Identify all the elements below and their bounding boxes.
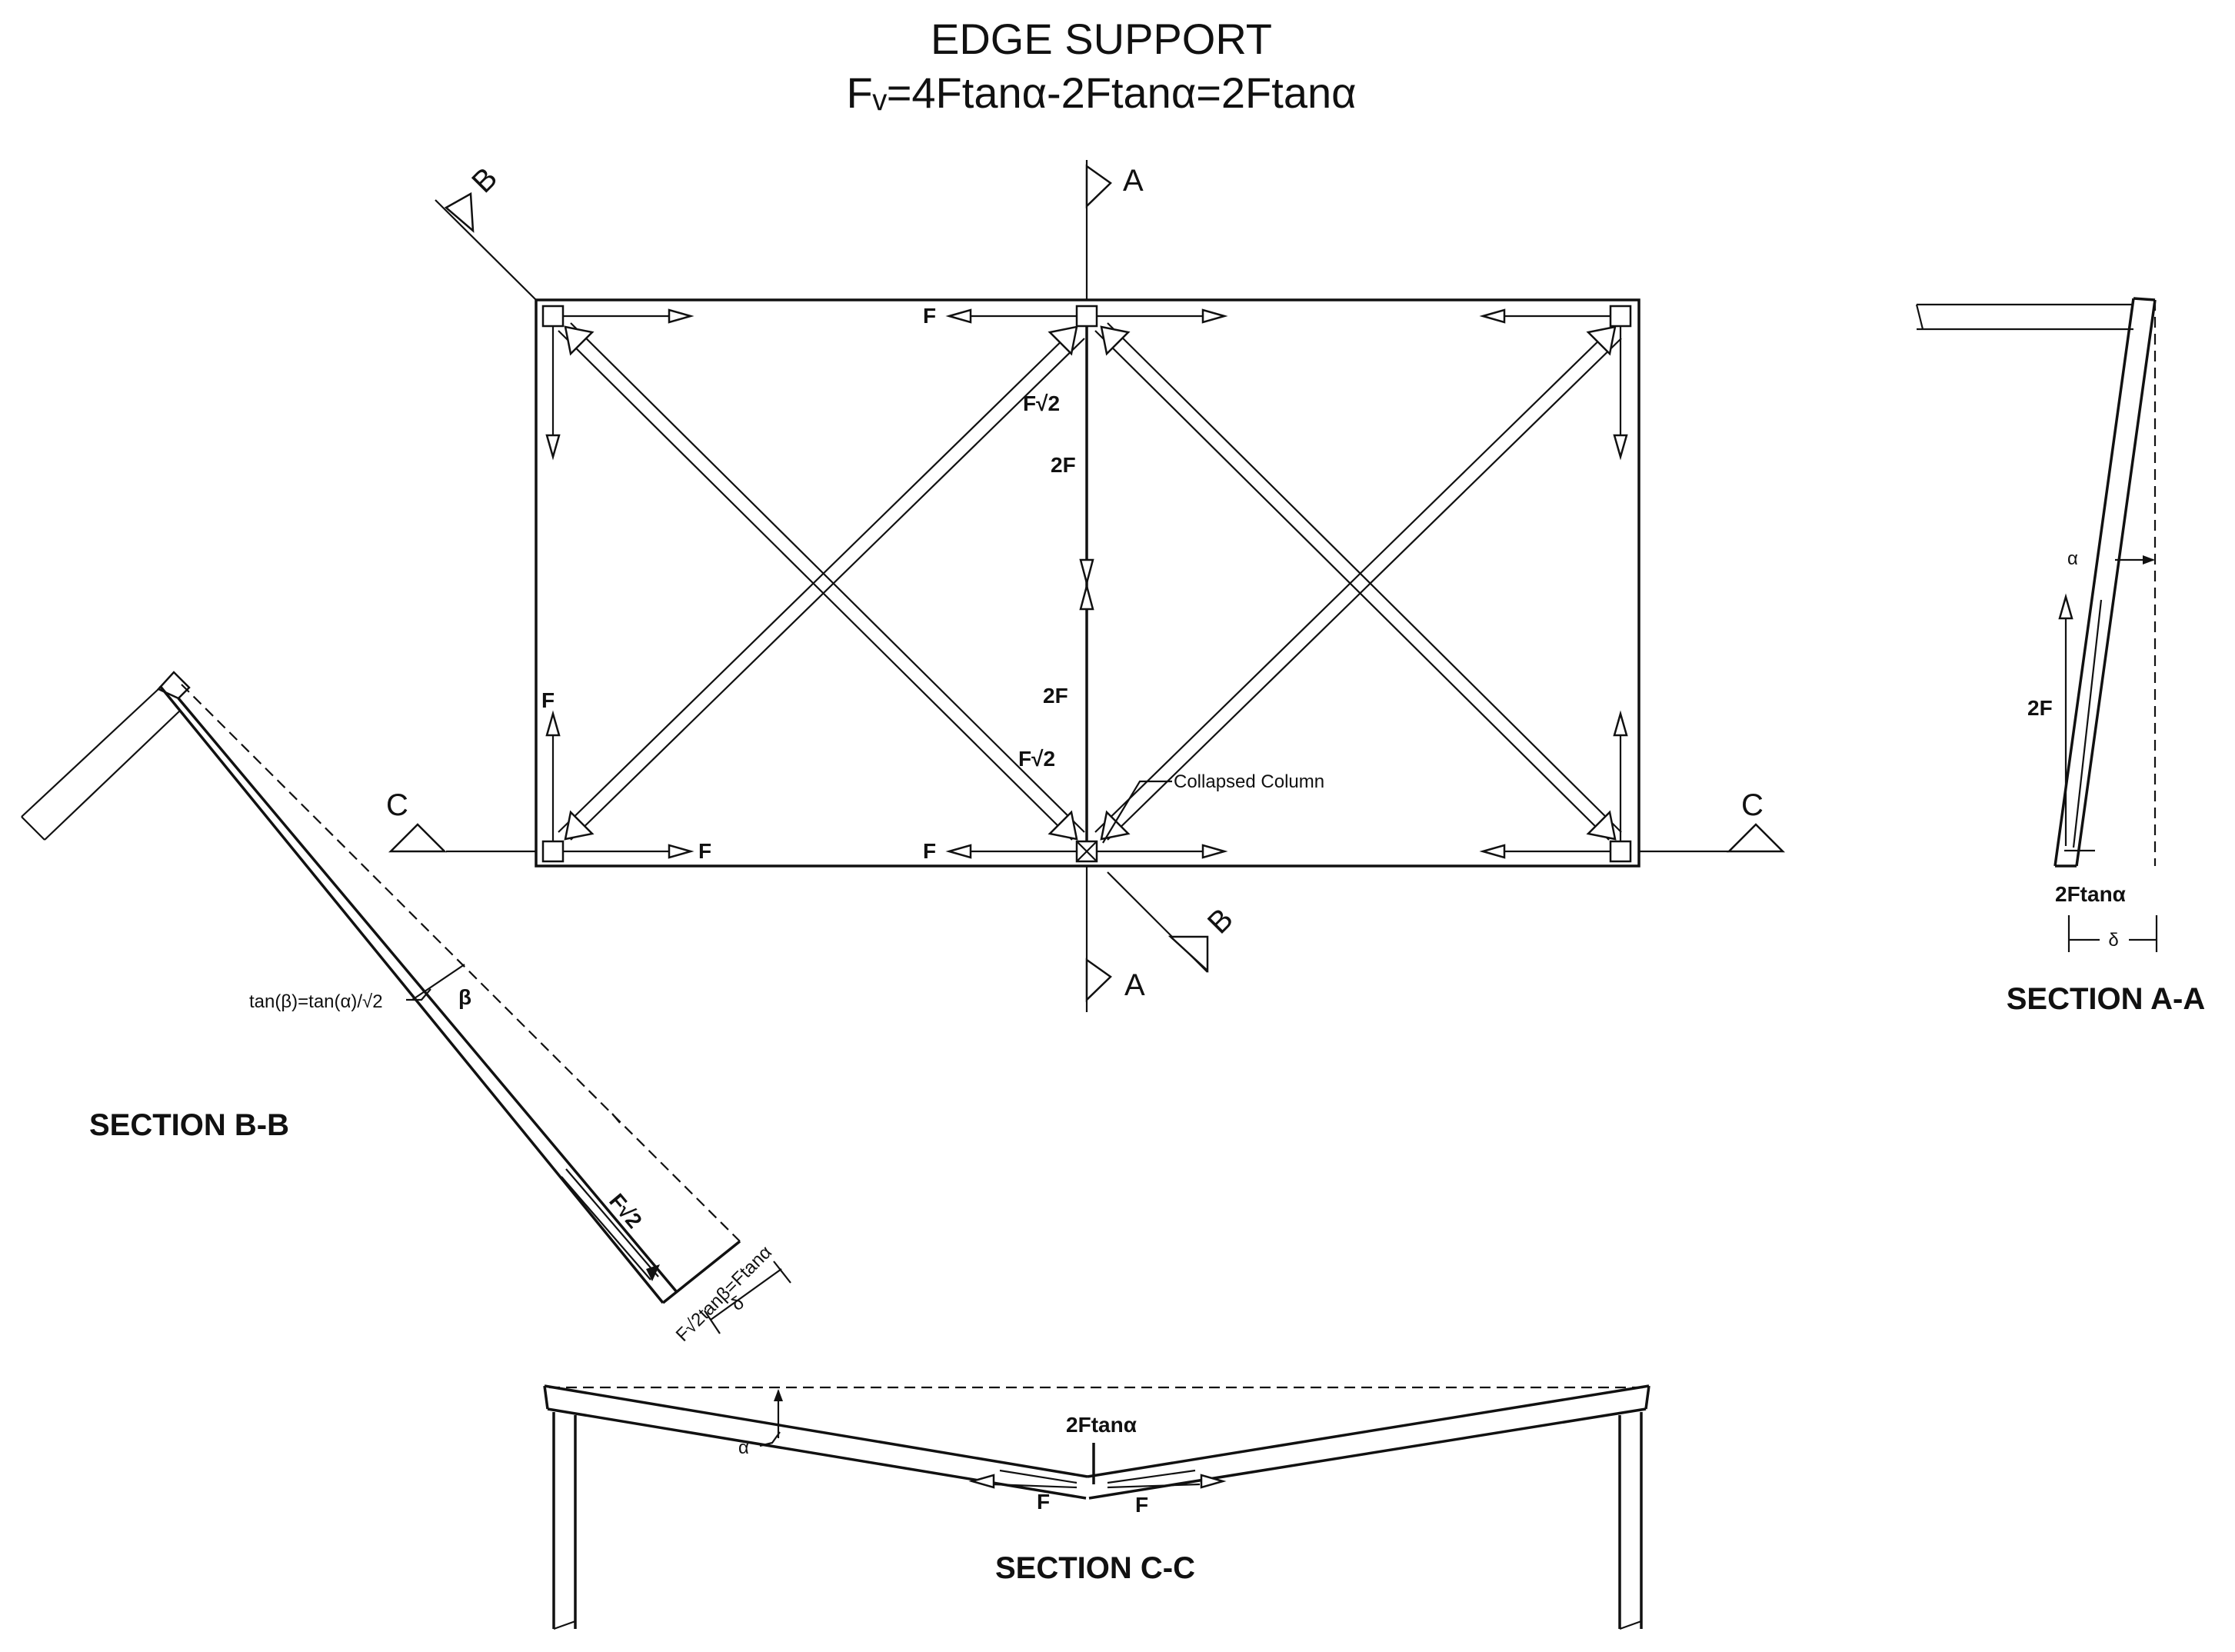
bb-force: F√2	[605, 1189, 647, 1233]
aa-alpha: α	[2067, 548, 2078, 569]
cut-marker-a-bottom	[1085, 958, 1112, 1002]
section-b-b-title: SECTION B-B	[89, 1108, 289, 1142]
collapsed-column-note: Collapsed Column	[1174, 771, 1324, 792]
section-c-c: α 2Ftanα F F SECTION C-C	[543, 1384, 1650, 1630]
force-arrow	[1613, 326, 1628, 461]
cut-label-b-bottom: B	[1201, 902, 1240, 941]
column-bottom-right	[1609, 840, 1632, 863]
force-arrow	[1097, 308, 1228, 324]
vert-force-label: 2F	[1043, 684, 1068, 708]
diag-force-label: F√2	[1018, 747, 1055, 771]
cut-marker-a-top	[1085, 164, 1112, 208]
bb-result: F√2tanβ=Ftanα	[672, 1241, 776, 1345]
diag-arrowhead	[1048, 810, 1078, 841]
force-arrow	[563, 308, 694, 324]
diag-force-label: F√2	[1023, 391, 1060, 415]
cut-label-a-top: A	[1123, 164, 1144, 198]
cut-label-c-right: C	[1741, 788, 1764, 822]
force-arrow	[545, 710, 561, 841]
force-arrow	[545, 326, 561, 461]
cut-marker-c-right	[1726, 823, 1786, 853]
diag-arrowhead	[564, 325, 595, 356]
vert-arrowhead-up	[1079, 582, 1094, 611]
collapsed-column	[1075, 840, 1098, 863]
plan-view: A A B B C C F F F F F√2 F√2 2F 2F Collap…	[386, 160, 1786, 1012]
diag-arrowhead	[1586, 810, 1617, 841]
force-label: F	[541, 688, 555, 712]
force-label: F	[698, 839, 711, 863]
section-c-c-title: SECTION C-C	[995, 1551, 1195, 1585]
force-arrow	[563, 844, 694, 859]
column-bottom-left	[541, 840, 565, 863]
vert-arrowhead-down	[1079, 558, 1094, 587]
cut-label-c-left: C	[386, 788, 408, 822]
force-arrow	[1613, 710, 1628, 841]
cut-marker-b-top	[444, 192, 475, 233]
section-a-a: α 2F 2Ftanα δ SECTION A-A	[1915, 297, 2206, 1016]
bb-beta: β	[458, 985, 471, 1009]
force-arrow	[1479, 844, 1610, 859]
cc-alpha: α	[738, 1437, 749, 1458]
diag-arrowhead	[1586, 325, 1617, 356]
force-arrow	[945, 844, 1077, 859]
bb-relation: tan(β)=tan(α)/√2	[249, 991, 383, 1012]
diagram-title: EDGE SUPPORT	[931, 15, 1272, 63]
section-a-a-title: SECTION A-A	[2007, 982, 2206, 1016]
diag-arrowhead	[1100, 810, 1131, 841]
diag-arrowhead	[1100, 325, 1131, 356]
cc-force-right: F	[1135, 1493, 1148, 1517]
column-top-center	[1075, 305, 1098, 328]
aa-result: 2Ftanα	[2055, 882, 2126, 906]
cc-result: 2Ftanα	[1066, 1413, 1137, 1437]
collapsed-column-leader	[1102, 780, 1172, 844]
force-arrow	[1097, 844, 1228, 859]
cut-marker-c-left	[388, 823, 448, 853]
aa-force: 2F	[2027, 696, 2053, 720]
force-label: F	[923, 839, 936, 863]
force-label: F	[923, 304, 936, 328]
diagonal-tie-top-center-to-bottom-left	[558, 330, 1085, 841]
cut-marker-b-bottom	[1167, 935, 1209, 973]
vert-force-label: 2F	[1051, 453, 1076, 477]
diagonal-tie-top-left-to-bottom-center	[558, 322, 1085, 841]
cc-force-left: F	[1037, 1490, 1050, 1514]
force-arrow	[1479, 308, 1610, 324]
cut-line-b-top	[435, 199, 537, 301]
diagonal-tie-top-right-to-bottom-center	[1094, 330, 1622, 841]
column-top-right	[1609, 305, 1632, 328]
cut-label-a-bottom: A	[1124, 968, 1145, 1002]
force-arrow	[945, 308, 1077, 324]
diag-arrowhead	[1048, 325, 1078, 356]
diag-arrowhead	[564, 810, 595, 841]
column-top-left	[541, 305, 565, 328]
vertical-force-formula: Fᵥ=4Ftanα-2Ftanα=2Ftanα	[847, 68, 1357, 117]
aa-delta: δ	[2108, 930, 2118, 951]
diagonal-tie-top-center-to-bottom-right	[1094, 322, 1622, 841]
section-b-b: β tan(β)=tan(α)/√2 F√2 F√2tanβ=Ftanα δ S…	[21, 671, 791, 1346]
